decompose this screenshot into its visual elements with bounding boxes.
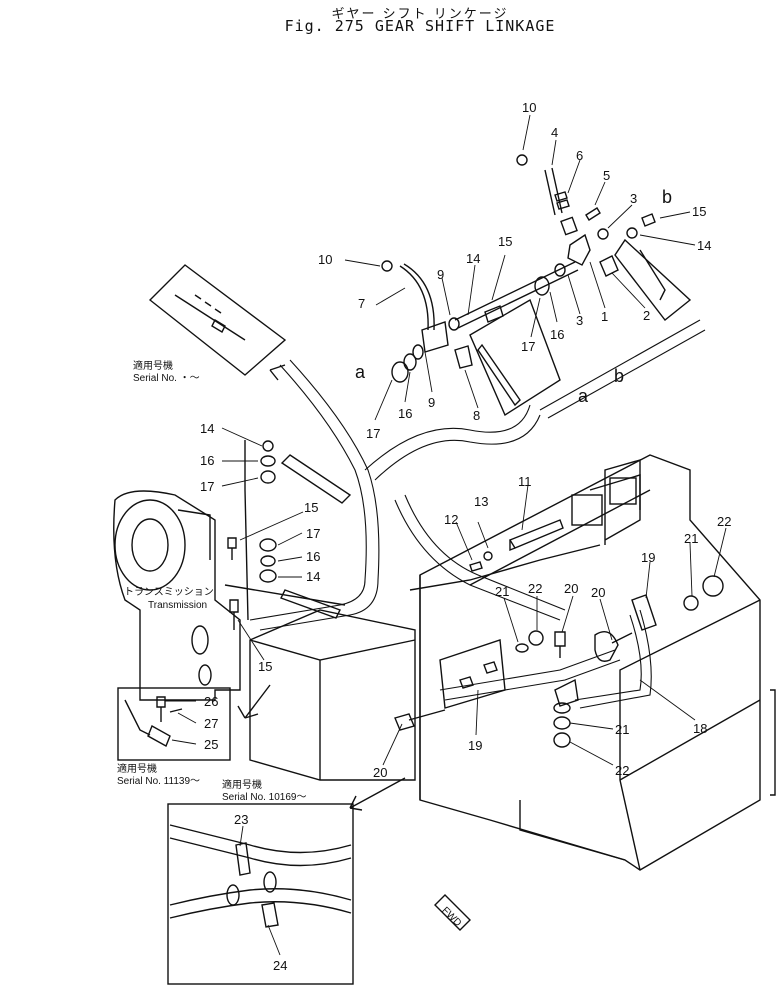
leader-lines	[165, 114, 727, 956]
callout-19: 19	[468, 738, 482, 753]
callout-9: 9	[428, 395, 435, 410]
callout-20: 20	[591, 585, 605, 600]
callout-15: 15	[304, 500, 318, 515]
serial-note-top-jp: 適用号機	[133, 359, 173, 372]
callout-17: 17	[521, 339, 535, 354]
callout-14: 14	[466, 251, 480, 266]
callout-21: 21	[495, 584, 509, 599]
inset-serial-10169	[167, 803, 354, 985]
callout-14: 14	[200, 421, 214, 436]
callout-17: 17	[366, 426, 380, 441]
inset-serial-11139	[117, 687, 231, 761]
callout-24: 24	[273, 958, 287, 973]
letter-b-mid: b	[614, 366, 624, 386]
callout-16: 16	[306, 549, 320, 564]
callout-15: 15	[498, 234, 512, 249]
callout-16: 16	[398, 406, 412, 421]
shift-lever-assembly	[381, 154, 692, 417]
inset-cable-end	[148, 264, 287, 376]
callout-16: 16	[200, 453, 214, 468]
callout-10: 10	[318, 252, 332, 267]
callout-11: 11	[518, 474, 532, 489]
callout-4: 4	[551, 125, 558, 140]
transmission-housing	[113, 490, 241, 701]
callout-9: 9	[437, 267, 444, 282]
callout-14: 14	[697, 238, 711, 253]
callout-8: 8	[473, 408, 480, 423]
letter-a-mid: a	[578, 386, 589, 406]
callout-17: 17	[200, 479, 214, 494]
letter-b-top: b	[662, 187, 672, 207]
transmission-fittings	[224, 440, 352, 630]
callout-15: 15	[258, 659, 272, 674]
serial-note-mid-jp: 適用号機	[117, 762, 157, 775]
callout-2: 2	[643, 308, 650, 323]
serial-notes: 適用号機 Serial No. ・～ トランスミッション Transmissio…	[117, 359, 463, 929]
frame-housing	[409, 454, 776, 871]
callout-26: 26	[204, 694, 218, 709]
callout-3: 3	[630, 191, 637, 206]
figure-title-japanese: ギヤー シフト リンケージ	[331, 7, 509, 22]
callout-19: 19	[641, 550, 655, 565]
pointer-arrows	[237, 364, 471, 931]
callout-13: 13	[474, 494, 488, 509]
callout-21: 21	[684, 531, 698, 546]
callout-17: 17	[306, 526, 320, 541]
callout-16: 16	[550, 327, 564, 342]
callout-6: 6	[576, 148, 583, 163]
serial-note-bottom-jp: 適用号機	[222, 778, 262, 791]
lower-box	[249, 609, 416, 781]
callout-10: 10	[522, 100, 536, 115]
callout-22: 22	[615, 763, 629, 778]
callout-12: 12	[444, 512, 458, 527]
serial-note-mid: Serial No. 11139～	[117, 776, 200, 787]
callout-18: 18	[693, 721, 707, 736]
callout-23: 23	[234, 812, 248, 827]
reference-letters: a b b a	[355, 187, 672, 406]
transmission-label: Transmission	[148, 600, 207, 611]
callout-20: 20	[564, 581, 578, 596]
callout-5: 5	[603, 168, 610, 183]
callout-1: 1	[601, 309, 608, 324]
serial-note-bottom: Serial No. 10169～	[222, 792, 307, 803]
callout-3: 3	[576, 313, 583, 328]
callout-21: 21	[615, 722, 629, 737]
callout-25: 25	[204, 737, 218, 752]
callout-7: 7	[358, 296, 365, 311]
fwd-label: FWD	[439, 905, 463, 929]
callout-20: 20	[373, 765, 387, 780]
callout-22: 22	[717, 514, 731, 529]
callout-22: 22	[528, 581, 542, 596]
letter-a-left: a	[355, 362, 366, 382]
callout-15: 15	[692, 204, 706, 219]
callout-14: 14	[306, 569, 320, 584]
callout-labels: 10 4 6 5 3 15 14 10 9 14 15 7 1 2 3 16 1…	[200, 100, 731, 973]
shift-cables	[249, 319, 706, 709]
callout-27: 27	[204, 716, 218, 731]
figure-title: Fig. 275 GEAR SHIFT LINKAGE	[284, 17, 556, 35]
transmission-label-jp: トランスミッション	[124, 586, 214, 598]
bracket-parts	[394, 519, 724, 748]
serial-note-top: Serial No. ・～	[133, 373, 200, 384]
